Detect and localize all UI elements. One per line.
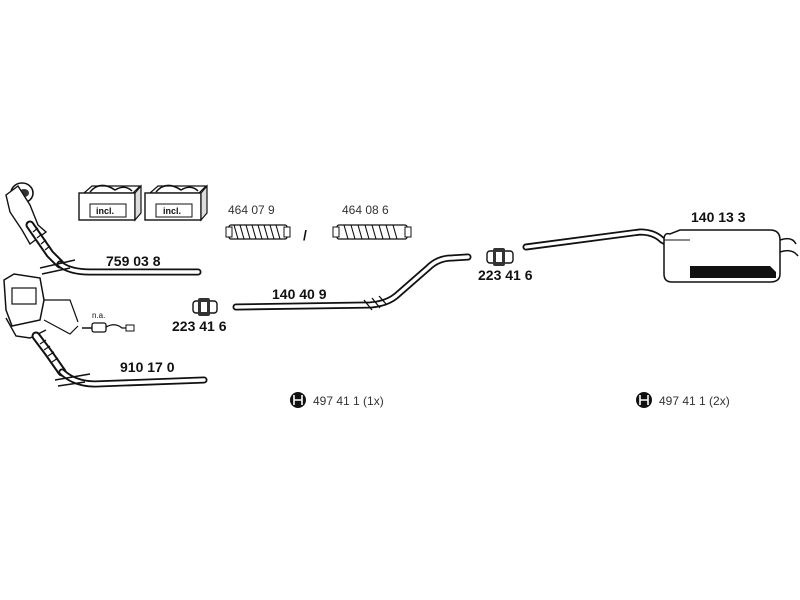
mount-label-2: 497 41 1 (2x) — [659, 394, 730, 408]
bellows-part-2: 464 08 6 — [332, 203, 412, 240]
clamp-right-part: 223 41 6 — [478, 248, 533, 283]
lambda-sensor-part: n.a. — [82, 311, 135, 333]
part-number-464086: 464 08 6 — [342, 203, 389, 217]
middle-pipe-part: 140 40 9 — [232, 253, 472, 311]
part-number-910170: 910 17 0 — [120, 359, 175, 375]
bellows-part-1: 464 07 9 — [225, 203, 291, 240]
mounting-rubber-icon — [290, 392, 306, 408]
mount-label-1: 497 41 1 (1x) — [313, 394, 384, 408]
incl-label-2: incl. — [163, 206, 181, 216]
clamp-left-part: 223 41 6 — [172, 298, 227, 334]
gasket-kit-box-1: incl. — [78, 184, 142, 222]
catalytic-converter-part: 910 17 0 — [3, 273, 208, 388]
separator-slash: / — [303, 227, 307, 243]
part-number-759038: 759 03 8 — [106, 253, 161, 269]
mounting-rubber-icon — [636, 392, 652, 408]
part-number-140133: 140 13 3 — [691, 209, 746, 225]
gasket-kit-box-2: incl. — [144, 184, 208, 222]
front-downpipe-part: 759 03 8 — [5, 182, 202, 276]
na-label: n.a. — [92, 311, 105, 320]
incl-label-1: incl. — [96, 206, 114, 216]
part-number-223416-right: 223 41 6 — [478, 267, 533, 283]
part-number-140409: 140 40 9 — [272, 286, 327, 302]
rear-silencer-part: 140 13 3 — [522, 209, 799, 283]
part-number-223416-left: 223 41 6 — [172, 318, 227, 334]
part-number-464079: 464 07 9 — [228, 203, 275, 217]
